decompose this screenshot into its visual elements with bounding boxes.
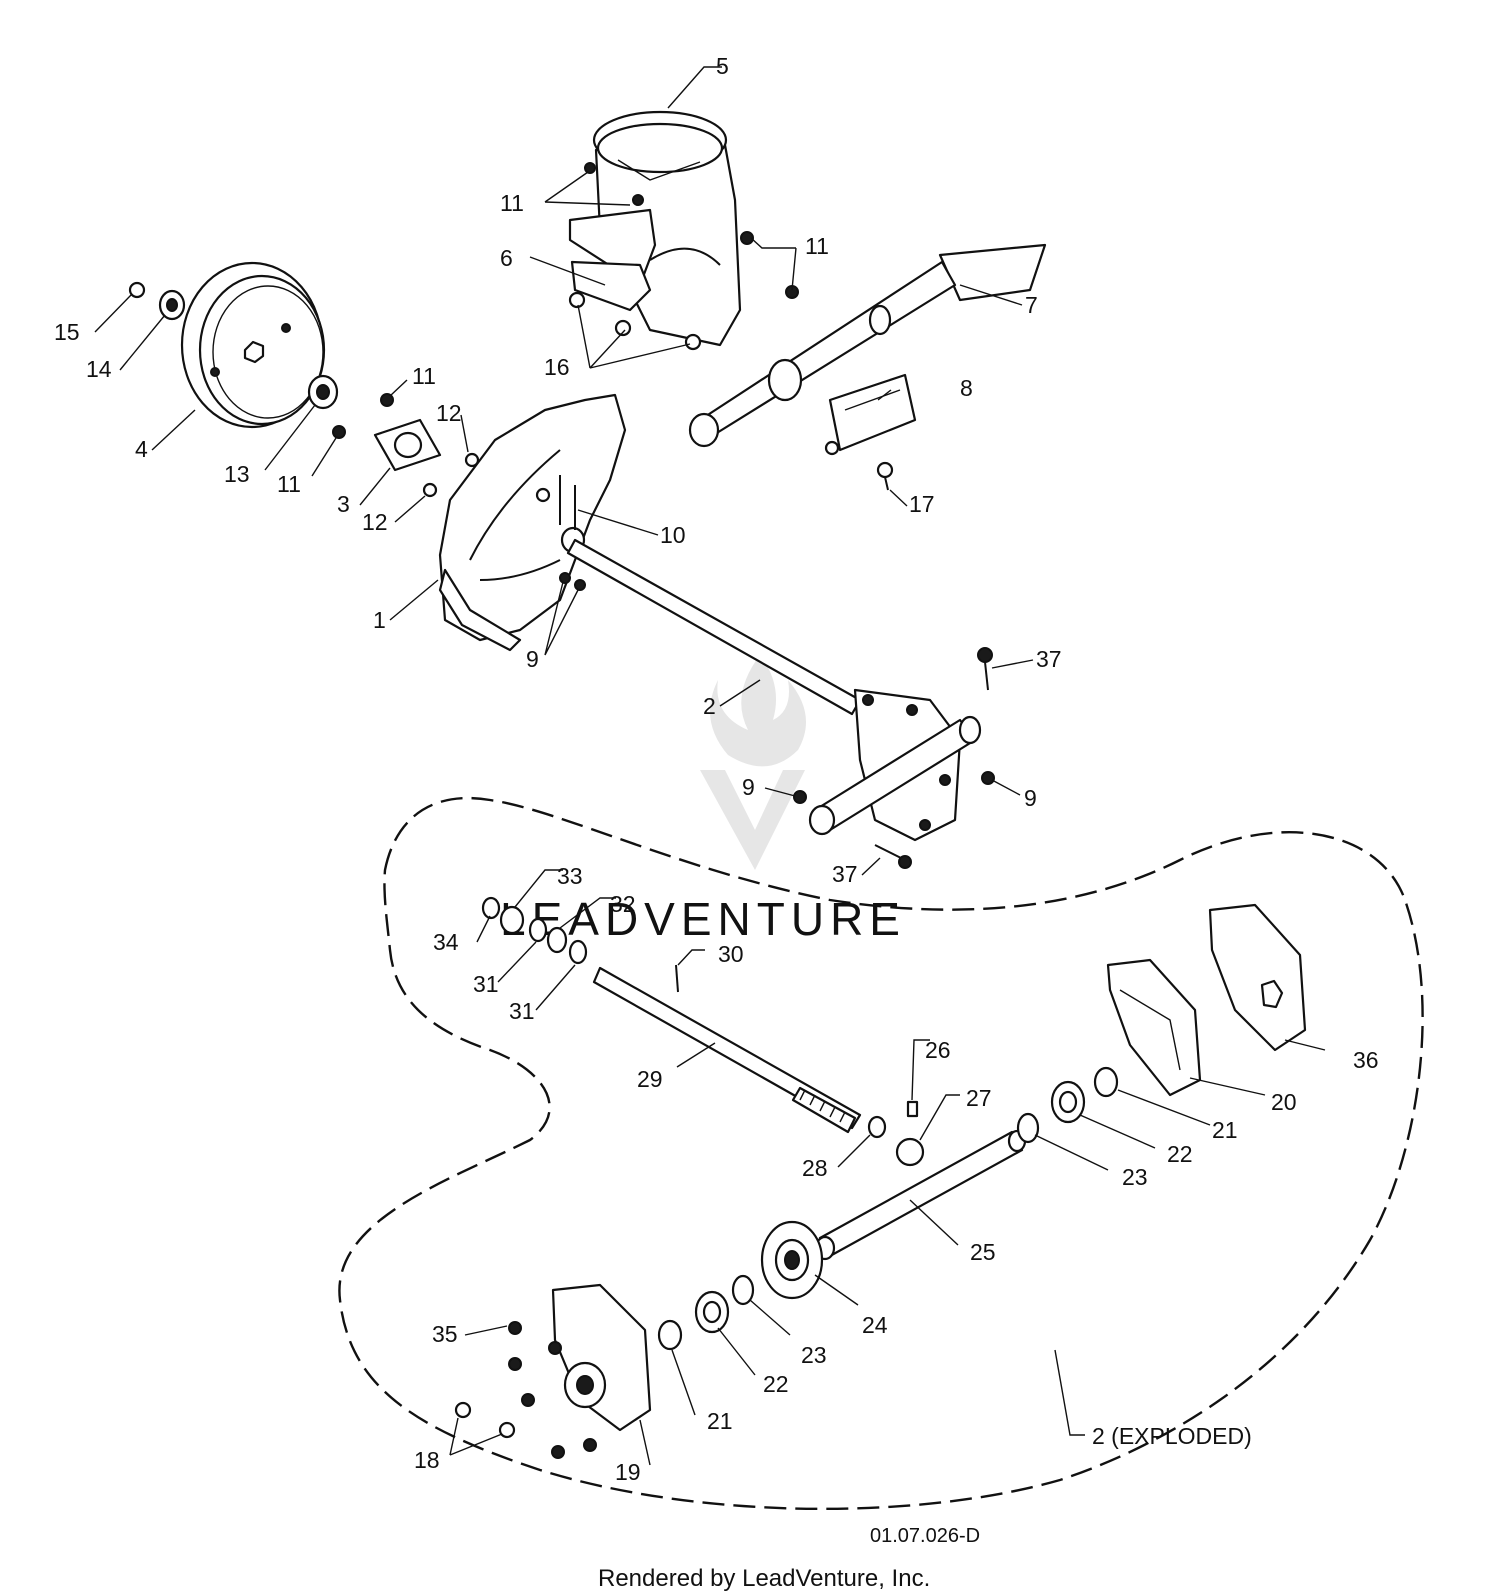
callout-11: 11 xyxy=(805,233,829,259)
part-14-bearing xyxy=(158,289,186,321)
callout-22: 22 xyxy=(1167,1141,1193,1167)
callout-16: 16 xyxy=(544,354,570,380)
part-20-gasket xyxy=(1106,958,1202,1097)
part-27-coupler xyxy=(895,1137,925,1167)
part-36-housing-cover xyxy=(1208,903,1307,1052)
part-13-bearing xyxy=(307,374,339,410)
part-3-bearing-flange xyxy=(373,418,442,472)
callout-11: 11 xyxy=(500,190,524,216)
callout-19: 19 xyxy=(615,1459,641,1485)
part-28-washer xyxy=(867,1115,887,1139)
part-31-washers xyxy=(528,917,588,965)
callout-2: 2 xyxy=(703,693,716,719)
part-30-key xyxy=(675,964,679,993)
callout-37: 37 xyxy=(1036,646,1062,672)
callout-17: 17 xyxy=(909,491,935,517)
callout-5: 5 xyxy=(716,53,729,79)
callout-10: 10 xyxy=(660,522,686,548)
part-37-bolts xyxy=(874,647,993,869)
callout-24: 24 xyxy=(862,1312,888,1338)
part-19-gearbox-housing xyxy=(551,1283,652,1432)
callout-23: 23 xyxy=(801,1342,827,1368)
callout-6: 6 xyxy=(500,245,513,271)
callout-20: 20 xyxy=(1271,1089,1297,1115)
callout-22: 22 xyxy=(763,1371,789,1397)
part-11-nut xyxy=(380,393,394,407)
part-22-bushing xyxy=(1050,1080,1086,1124)
callout-28: 28 xyxy=(802,1155,828,1181)
part-4-pulley xyxy=(180,261,326,429)
part-11-nut xyxy=(740,231,754,245)
part-32-seal xyxy=(546,926,568,954)
callout-37: 37 xyxy=(832,861,858,887)
callout-26: 26 xyxy=(925,1037,951,1063)
part-2-gearbox-assembly xyxy=(566,538,982,842)
part-29-worm-shaft xyxy=(592,966,862,1134)
part-35-screws xyxy=(508,1321,597,1459)
callout-29: 29 xyxy=(637,1066,663,1092)
callout-12: 12 xyxy=(362,509,388,535)
part-16-bolts xyxy=(568,291,702,351)
part-8-crank-bracket xyxy=(824,373,917,456)
part-7-chute-crank xyxy=(688,243,1047,448)
callout-15: 15 xyxy=(54,319,80,345)
callout-9: 9 xyxy=(742,774,755,800)
part-9-nut xyxy=(559,572,571,584)
callout-31: 31 xyxy=(509,998,535,1024)
leader-lines xyxy=(94,66,1326,1466)
callout-25: 25 xyxy=(970,1239,996,1265)
callout-30: 30 xyxy=(718,941,744,967)
callout-labels: 5 11 6 11 7 16 15 14 4 13 11 11 12 3 1 2 … xyxy=(54,53,1379,1485)
part-21-seal-lower xyxy=(657,1319,683,1351)
part-21-seal xyxy=(1093,1066,1119,1098)
callout-8: 8 xyxy=(960,375,973,401)
part-18-plugs xyxy=(454,1401,516,1439)
callout-1: 1 xyxy=(373,607,386,633)
part-34-ring xyxy=(481,896,501,920)
callout-14: 14 xyxy=(86,356,112,382)
callout-32: 32 xyxy=(610,891,636,917)
part-5-discharge-chute xyxy=(568,110,742,347)
callout-21: 21 xyxy=(707,1408,733,1434)
part-12-bolts xyxy=(422,452,480,498)
footer-credit: Rendered by LeadVenture, Inc. xyxy=(598,1565,930,1592)
part-11-nut xyxy=(332,425,346,439)
callout-33: 33 xyxy=(557,863,583,889)
drawing-number: 01.07.026-D xyxy=(870,1525,980,1547)
part-6-chute-bracket xyxy=(570,260,652,312)
callout-7: 7 xyxy=(1025,292,1038,318)
callout-21: 21 xyxy=(1212,1117,1238,1143)
callout-9: 9 xyxy=(1024,785,1037,811)
part-22-bushing-lower xyxy=(694,1290,730,1334)
part-10-bolts xyxy=(559,475,576,530)
callout-13: 13 xyxy=(224,461,250,487)
callout-18: 18 xyxy=(414,1447,440,1473)
part-15-nut xyxy=(128,281,146,299)
part-9-nut xyxy=(793,790,807,804)
part-9-nut xyxy=(574,579,586,591)
part-9-nut xyxy=(981,771,995,785)
part-23-washer-lower xyxy=(731,1274,755,1306)
callout-27: 27 xyxy=(966,1085,992,1111)
callout-11: 11 xyxy=(277,471,301,497)
callout-35: 35 xyxy=(432,1321,458,1347)
callout-9: 9 xyxy=(526,646,539,672)
exploded-view-boundary xyxy=(338,796,1424,1511)
part-33-bushing xyxy=(499,905,525,935)
part-24-worm-gear xyxy=(760,1220,824,1300)
callout-31: 31 xyxy=(473,971,499,997)
callout-12: 12 xyxy=(436,400,462,426)
part-1-auger-housing xyxy=(438,393,627,652)
callout-2-exploded: 2 (EXPLODED) xyxy=(1092,1423,1252,1449)
callout-4: 4 xyxy=(135,436,148,462)
callout-11: 11 xyxy=(412,363,436,389)
part-17-bolt xyxy=(876,461,894,491)
callout-3: 3 xyxy=(337,491,350,517)
callout-23: 23 xyxy=(1122,1164,1148,1190)
callout-34: 34 xyxy=(433,929,459,955)
part-23-washer xyxy=(1016,1112,1040,1144)
part-26-setscrew xyxy=(906,1100,919,1118)
callout-36: 36 xyxy=(1353,1047,1379,1073)
